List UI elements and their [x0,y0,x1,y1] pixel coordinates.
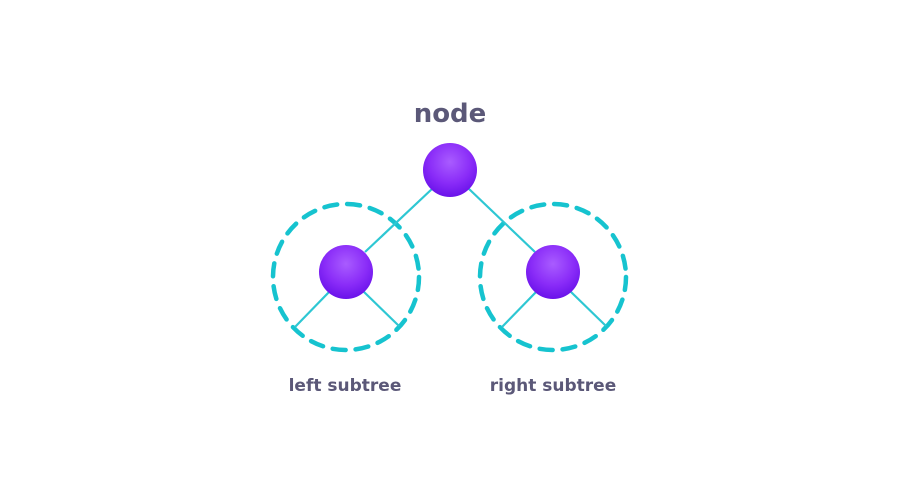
root-node [423,143,477,197]
edge-right-child-down-left [501,290,538,328]
left-child-node [319,245,373,299]
left-subtree-dashed-circle [270,201,422,353]
right-subtree-dashed-circle [477,201,629,353]
right-child-node [526,245,580,299]
left-subtree-label: left subtree [289,376,402,396]
edge-root-to-left [364,187,434,253]
right-subtree-label: right subtree [490,376,617,396]
edge-root-to-right [467,187,536,253]
edge-left-child-down-left [294,290,331,328]
edge-left-child-down-right [362,290,400,327]
root-node-label: node [414,99,487,129]
edge-right-child-down-right [569,290,607,327]
